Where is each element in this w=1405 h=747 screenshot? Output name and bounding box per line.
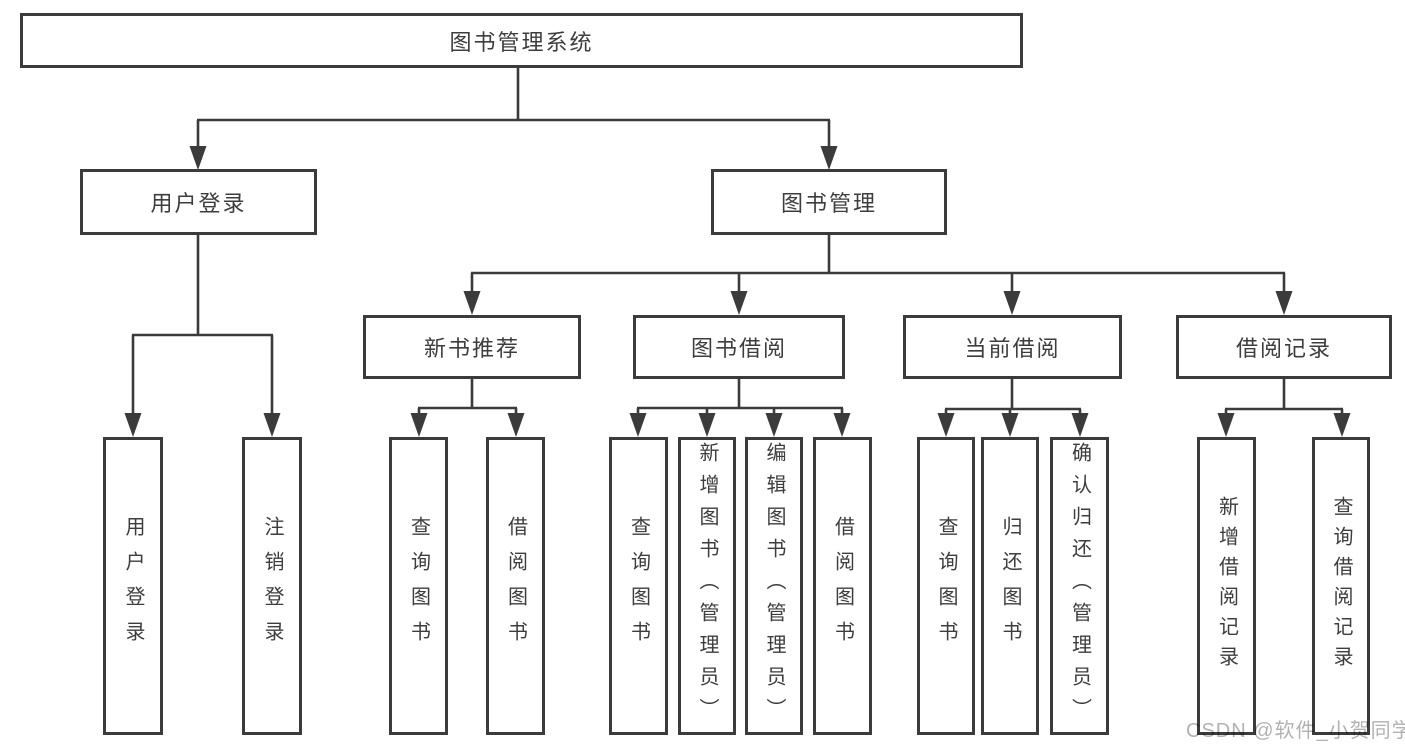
connector-path	[196, 68, 831, 149]
connector-user-login-to-leaves	[131, 235, 274, 415]
arrowhead-down-icon	[1333, 413, 1351, 437]
node-label: 当前借阅	[964, 336, 1061, 361]
leaf-return-book: 归还图书	[981, 437, 1039, 735]
leaf-label: 借阅图书	[831, 516, 854, 656]
arrowhead-down-icon	[463, 291, 481, 315]
leaf-label: 查询借阅记录	[1330, 496, 1352, 676]
leaf-borrow-books-recommend: 借阅图书	[486, 437, 545, 735]
connector-root-to-level2	[196, 68, 831, 149]
connector-borrow-records-to-leaves	[1224, 379, 1344, 415]
leaf-edit-book-admin: 编辑图书（管理员）	[745, 437, 803, 735]
node-book-management: 图书管理	[711, 169, 947, 235]
connector-book-management-to-level3	[470, 235, 1286, 293]
connector-current-borrow-to-leaves	[944, 379, 1082, 415]
leaf-label: 新增借阅记录	[1215, 496, 1238, 676]
leaf-label: 查询图书	[627, 516, 650, 656]
node-book-borrow: 图书借阅	[633, 315, 845, 379]
connector-new-book-recommend-to-leaves	[417, 379, 518, 415]
leaf-query-borrow-record: 查询借阅记录	[1312, 437, 1370, 735]
connector-path	[417, 379, 518, 415]
leaf-label: 查询图书	[407, 516, 430, 656]
arrowhead-down-icon	[833, 413, 851, 437]
leaf-logout: 注销登录	[242, 437, 302, 735]
arrowhead-down-icon	[629, 413, 647, 437]
leaf-add-book-admin: 新增图书（管理员）	[678, 437, 736, 735]
node-new-book-recommend: 新书推荐	[363, 315, 581, 379]
node-label: 图书管理	[780, 191, 877, 216]
arrowhead-down-icon	[1217, 413, 1235, 437]
node-root: 图书管理系统	[20, 13, 1023, 68]
leaf-label: 借阅图书	[504, 516, 527, 656]
leaf-label: 新增图书（管理员）	[696, 442, 718, 730]
arrowhead-down-icon	[937, 413, 955, 437]
arrowhead-down-icon	[410, 413, 428, 437]
connector-book-borrow-to-leaves	[636, 379, 844, 415]
arrowhead-down-icon	[730, 291, 748, 315]
leaf-label: 用户登录	[122, 516, 144, 656]
node-borrow-records: 借阅记录	[1176, 315, 1392, 379]
node-label: 新书推荐	[423, 336, 520, 361]
leaf-label: 查询图书	[935, 516, 957, 656]
leaf-borrow-books-borrow: 借阅图书	[813, 437, 872, 735]
arrowhead-down-icon	[1275, 291, 1293, 315]
arrowhead-down-icon	[1001, 413, 1019, 437]
node-label: 用户登录	[150, 191, 247, 216]
arrowhead-down-icon	[765, 413, 783, 437]
arrowhead-down-icon	[820, 146, 838, 170]
watermark: CSDN @软件_小贺同学	[1186, 720, 1405, 742]
leaf-label: 确认归还（管理员）	[1068, 442, 1091, 730]
connector-path	[131, 235, 274, 415]
leaf-query-books-recommend: 查询图书	[389, 437, 448, 735]
leaf-add-borrow-record: 新增借阅记录	[1197, 437, 1256, 735]
leaf-label: 注销登录	[261, 516, 283, 656]
arrowhead-down-icon	[698, 413, 716, 437]
node-label: 图书借阅	[690, 336, 787, 361]
node-label: 图书管理系统	[449, 29, 594, 55]
leaf-query-books-current: 查询图书	[917, 437, 975, 735]
node-current-borrow: 当前借阅	[903, 315, 1122, 379]
connector-path	[944, 379, 1082, 415]
arrowhead-down-icon	[263, 413, 281, 437]
leaf-label: 归还图书	[999, 516, 1021, 656]
arrowhead-down-icon	[124, 413, 142, 437]
arrowhead-down-icon	[189, 146, 207, 170]
node-label: 借阅记录	[1235, 336, 1332, 361]
connector-path	[1224, 379, 1344, 415]
arrowhead-down-icon	[507, 413, 525, 437]
node-user-login: 用户登录	[80, 169, 317, 235]
leaf-label: 编辑图书（管理员）	[763, 442, 785, 730]
leaf-confirm-return-admin: 确认归还（管理员）	[1050, 437, 1109, 735]
leaf-user-login: 用户登录	[103, 437, 163, 735]
arrowhead-down-icon	[1071, 413, 1089, 437]
leaf-query-books-borrow: 查询图书	[609, 437, 668, 735]
arrowhead-down-icon	[1003, 291, 1021, 315]
connector-path	[470, 235, 1286, 293]
connector-path	[636, 379, 844, 415]
